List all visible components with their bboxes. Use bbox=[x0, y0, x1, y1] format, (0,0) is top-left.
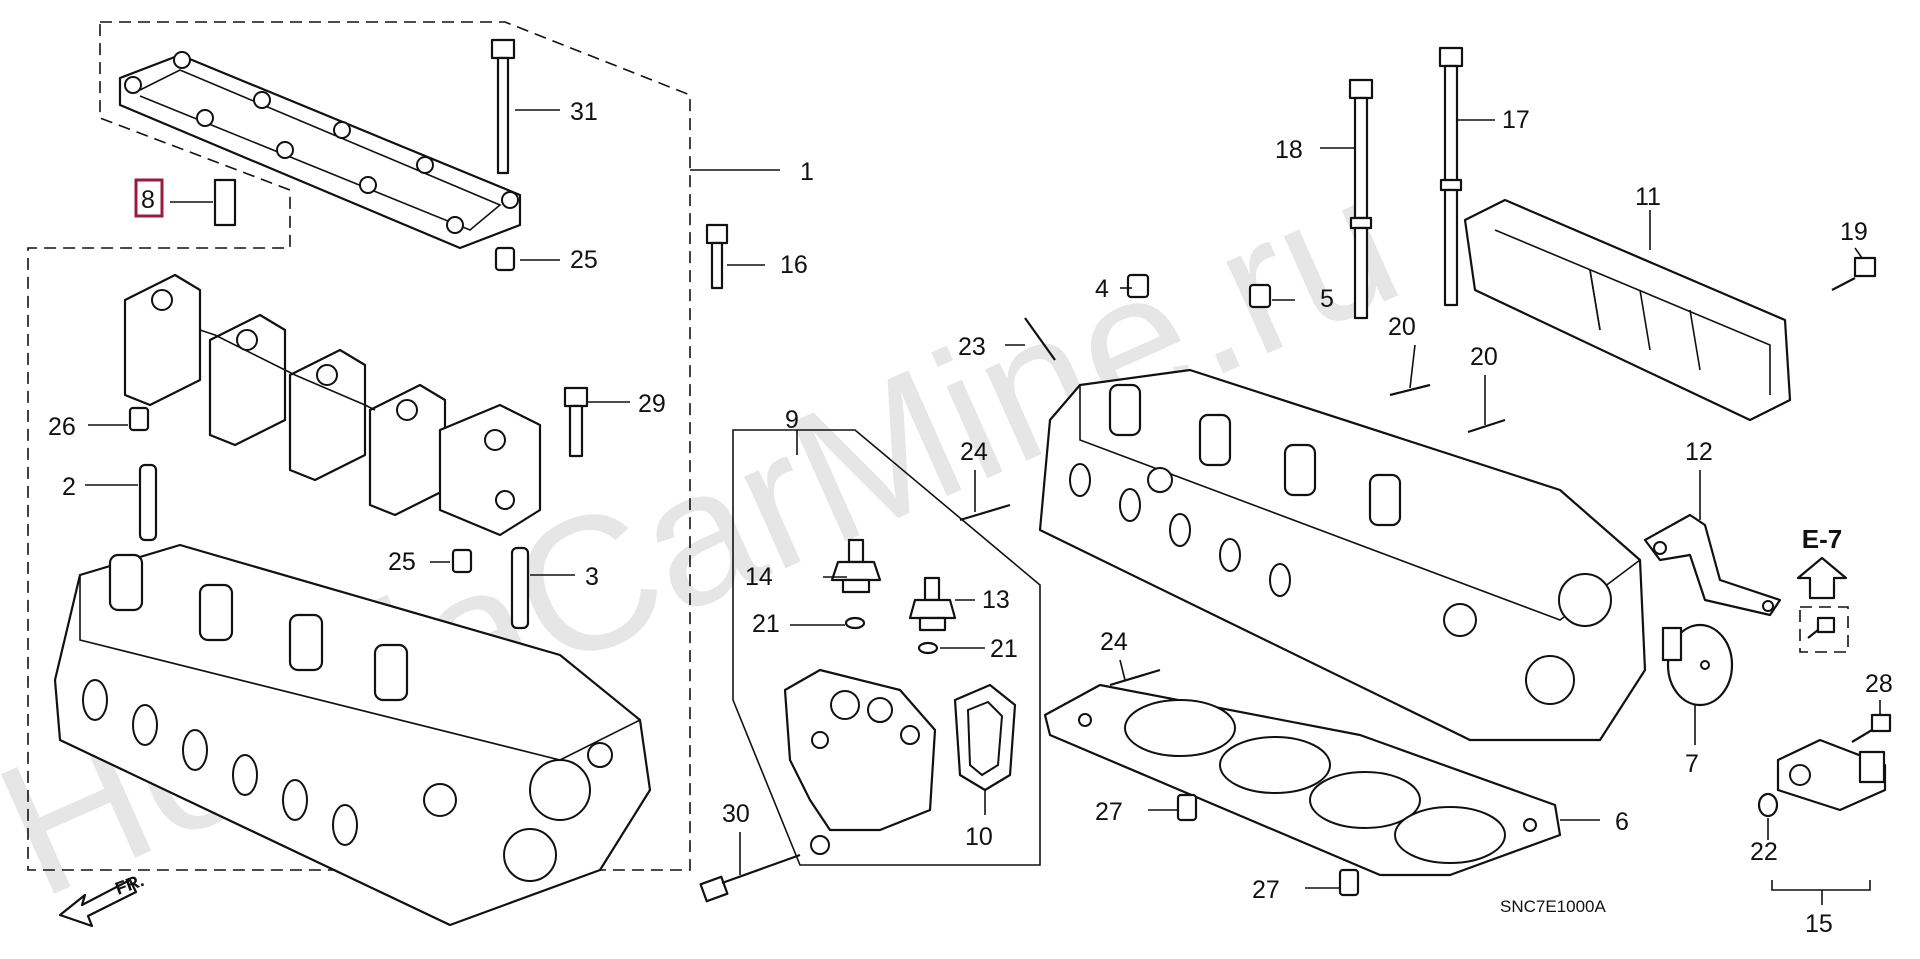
callout-25b: 25 bbox=[388, 548, 416, 576]
bracket-15 bbox=[1771, 880, 1871, 891]
part-washer-22 bbox=[1757, 792, 1779, 818]
part-dowel-27b bbox=[1338, 868, 1360, 897]
part-cylinder-head-left bbox=[53, 543, 652, 927]
part-bolt-18 bbox=[1348, 78, 1374, 320]
callout-28: 28 bbox=[1865, 670, 1893, 698]
part-head-gasket-6 bbox=[1043, 683, 1562, 877]
callout-14: 14 bbox=[745, 563, 773, 591]
part-filter-gasket-10 bbox=[953, 683, 1017, 792]
callout-31: 31 bbox=[570, 98, 598, 126]
part-stud-24b bbox=[1109, 668, 1161, 687]
highlight-box-8 bbox=[134, 178, 164, 218]
callout-3: 3 bbox=[585, 563, 599, 591]
callout-25a: 25 bbox=[570, 246, 598, 274]
callout-20b: 20 bbox=[1470, 343, 1498, 371]
callout-16: 16 bbox=[780, 251, 808, 279]
part-washer-21b bbox=[917, 641, 939, 655]
callout-19: 19 bbox=[1840, 218, 1868, 246]
callouts: 1 2 3 4 5 6 7 8 9 10 11 12 13 14 15 16 1… bbox=[48, 98, 1893, 938]
part-cover-11 bbox=[1463, 198, 1792, 422]
callout-23: 23 bbox=[958, 333, 986, 361]
callout-9: 9 bbox=[785, 406, 799, 434]
part-rocker-holder-29 bbox=[438, 386, 589, 537]
diagram-code: SNC7E1000A bbox=[1500, 897, 1607, 916]
part-stud-20a bbox=[1389, 383, 1431, 397]
part-oil-pressure-switch-14 bbox=[830, 538, 882, 594]
callout-24b: 24 bbox=[1100, 628, 1128, 656]
part-stud-23 bbox=[1024, 317, 1056, 361]
callout-27a: 27 bbox=[1095, 798, 1123, 826]
part-bolt-17 bbox=[1438, 46, 1464, 307]
part-pipe-2 bbox=[138, 463, 158, 542]
leader-lines bbox=[85, 109, 1881, 905]
callout-2: 2 bbox=[62, 473, 76, 501]
part-pipe-3 bbox=[510, 546, 530, 630]
part-stud-24a bbox=[959, 503, 1011, 522]
callout-18: 18 bbox=[1275, 136, 1303, 164]
part-sensor-15 bbox=[1776, 738, 1887, 812]
callout-21b: 21 bbox=[990, 635, 1018, 663]
part-plug-5 bbox=[1248, 283, 1272, 309]
callout-17: 17 bbox=[1502, 106, 1530, 134]
callout-20a: 20 bbox=[1388, 313, 1416, 341]
callout-13: 13 bbox=[982, 586, 1010, 614]
callout-27b: 27 bbox=[1252, 876, 1280, 904]
callout-8: 8 bbox=[141, 186, 155, 214]
assembly-boundary-1 bbox=[27, 21, 780, 871]
part-bolt-28 bbox=[1851, 713, 1892, 743]
reference-box-e7: E-7 bbox=[1796, 524, 1849, 653]
part-dowel-25 bbox=[451, 246, 516, 574]
callout-26: 26 bbox=[48, 413, 76, 441]
callout-11: 11 bbox=[1635, 183, 1661, 211]
callout-24a: 24 bbox=[960, 438, 988, 466]
assembly-boundary-9 bbox=[732, 429, 1041, 866]
part-camshaft-holders bbox=[123, 273, 447, 517]
part-stud-20b bbox=[1467, 418, 1506, 434]
part-spring bbox=[213, 178, 237, 227]
part-bolt-30 bbox=[699, 853, 801, 903]
callout-1: 1 bbox=[800, 158, 814, 186]
part-cylinder-head-right bbox=[1038, 368, 1647, 742]
callout-15: 15 bbox=[1805, 910, 1833, 938]
part-dowel-26 bbox=[128, 406, 150, 432]
callout-12: 12 bbox=[1685, 438, 1713, 466]
callout-22: 22 bbox=[1750, 838, 1778, 866]
callout-6: 6 bbox=[1615, 808, 1629, 836]
callout-21a: 21 bbox=[752, 610, 780, 638]
callout-5: 5 bbox=[1320, 285, 1334, 313]
part-sensor-13 bbox=[908, 576, 957, 632]
part-dowel-27a bbox=[1176, 793, 1198, 822]
callout-4: 4 bbox=[1095, 275, 1109, 303]
part-gasket-plate bbox=[118, 51, 522, 250]
part-bolt-19 bbox=[1831, 256, 1877, 291]
callout-29: 29 bbox=[638, 390, 666, 418]
reference-label: E-7 bbox=[1802, 524, 1842, 554]
part-bolt-16 bbox=[705, 223, 729, 290]
part-cap-7 bbox=[1661, 623, 1734, 707]
callout-30: 30 bbox=[722, 800, 750, 828]
part-spool-valve bbox=[783, 668, 937, 855]
callout-7: 7 bbox=[1685, 750, 1699, 778]
part-bolt-31 bbox=[490, 38, 516, 175]
part-bracket-12 bbox=[1643, 513, 1782, 617]
part-washer-21a bbox=[844, 616, 866, 630]
callout-10: 10 bbox=[965, 823, 993, 851]
part-plug-4 bbox=[1126, 273, 1150, 299]
